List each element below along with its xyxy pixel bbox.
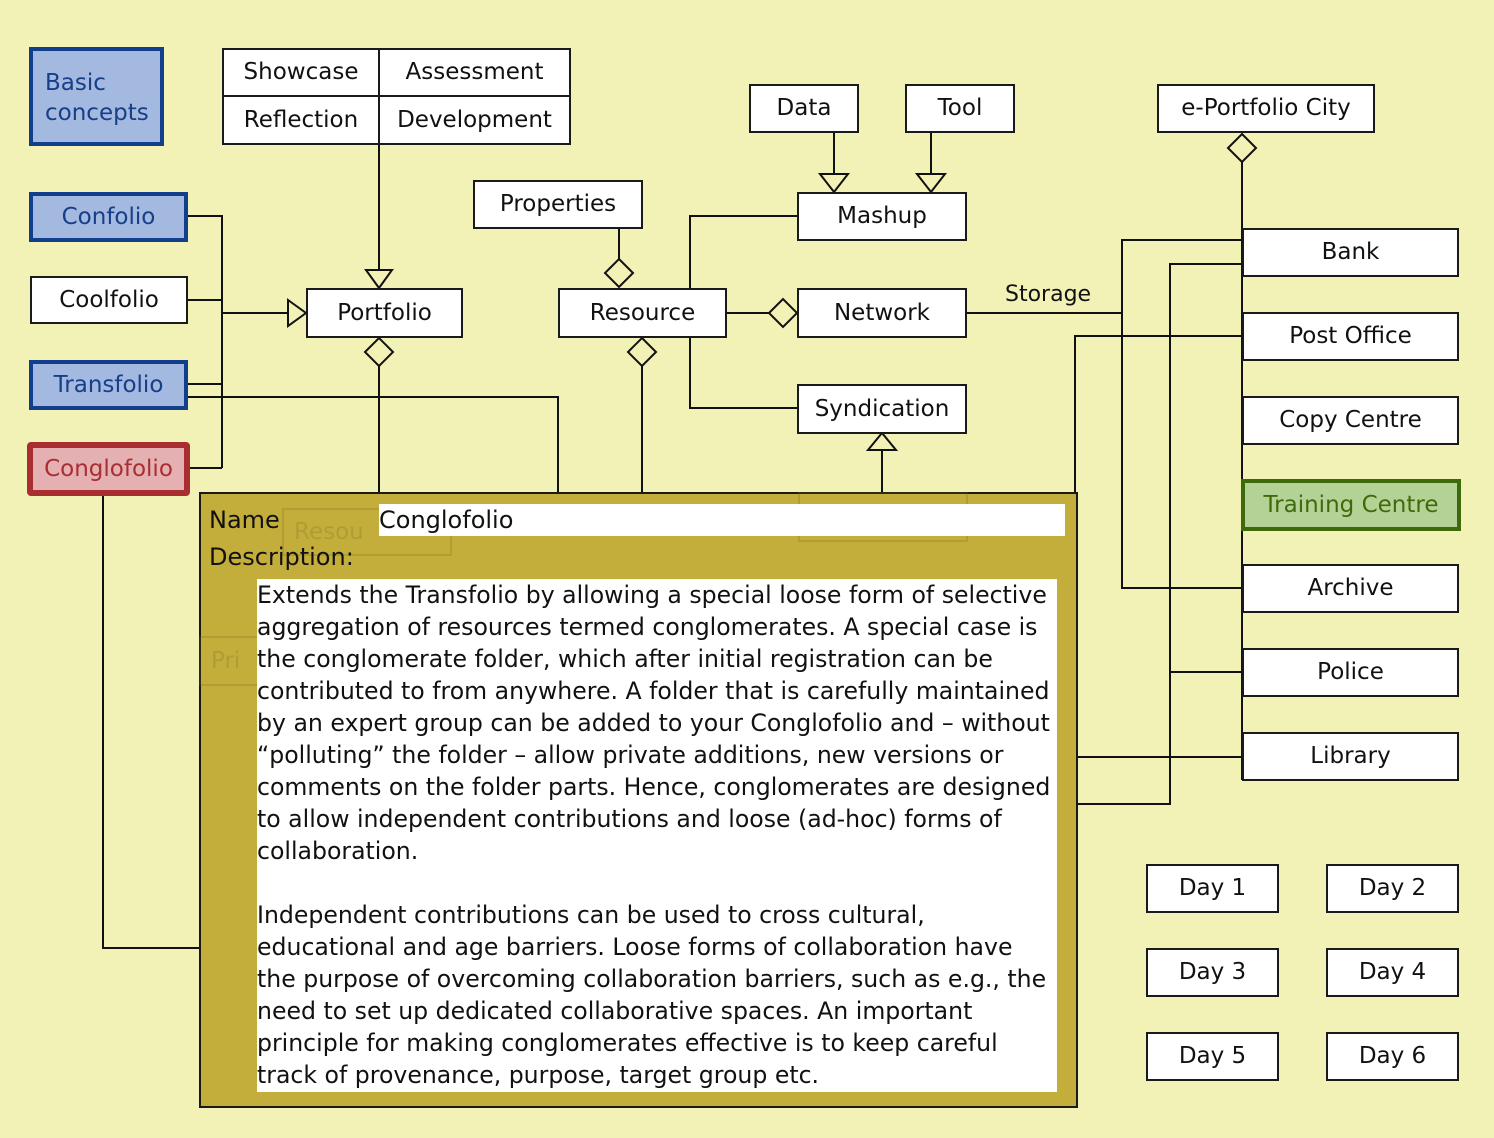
day-3-node[interactable]: Day 3 <box>1146 948 1279 997</box>
coolfolio-node[interactable]: Coolfolio <box>30 276 188 324</box>
copy-centre-node[interactable]: Copy Centre <box>1242 396 1459 445</box>
generalization-arrow-data <box>817 173 851 194</box>
day-5-node[interactable]: Day 5 <box>1146 1032 1279 1081</box>
conglofolio-node[interactable]: Conglofolio <box>27 442 190 496</box>
confolio-node[interactable]: Confolio <box>29 192 188 242</box>
connector-conglofolio-down <box>102 490 200 949</box>
reflection-node[interactable]: Reflection <box>222 95 380 145</box>
day-6-node[interactable]: Day 6 <box>1326 1032 1459 1081</box>
resource-node[interactable]: Resource <box>558 288 727 338</box>
generalization-arrow-syndication <box>865 431 899 451</box>
description-textarea[interactable]: Extends the Transfolio by allowing a spe… <box>257 579 1057 1092</box>
network-node[interactable]: Network <box>797 288 967 338</box>
eportfolio-city-node[interactable]: e-Portfolio City <box>1157 84 1375 133</box>
properties-node[interactable]: Properties <box>473 180 643 229</box>
aggregation-diamond-city <box>1226 132 1258 164</box>
generalization-arrow-tool <box>914 173 948 194</box>
assessment-node[interactable]: Assessment <box>378 48 571 97</box>
aggregation-diamond-portfolio <box>363 336 395 368</box>
day-4-node[interactable]: Day 4 <box>1326 948 1459 997</box>
name-label: Name <box>209 506 280 534</box>
basic-concepts-node[interactable]: Basic concepts <box>29 47 164 146</box>
development-node[interactable]: Development <box>378 95 571 145</box>
data-node[interactable]: Data <box>749 84 859 133</box>
connector-storage-bank-archive <box>1121 239 1242 589</box>
name-input[interactable] <box>379 504 1065 536</box>
concept-detail-panel: Resou Pri Name Description: Extends the … <box>199 492 1078 1108</box>
generalization-arrow-portfolio-top <box>364 269 394 290</box>
tool-node[interactable]: Tool <box>905 84 1015 133</box>
day-2-node[interactable]: Day 2 <box>1326 864 1459 913</box>
showcase-node[interactable]: Showcase <box>222 48 380 97</box>
aggregation-diamond-resource-top <box>603 257 635 289</box>
aggregation-diamond-network <box>767 297 799 329</box>
connector-confolio <box>188 215 223 468</box>
storage-edge-label: Storage <box>1005 282 1092 307</box>
syndication-node[interactable]: Syndication <box>797 384 967 434</box>
connector-resource-syndication <box>689 337 798 409</box>
day-1-node[interactable]: Day 1 <box>1146 864 1279 913</box>
connector-postoffice <box>1074 335 1242 493</box>
portfolio-node[interactable]: Portfolio <box>306 288 463 338</box>
bank-node[interactable]: Bank <box>1242 228 1459 277</box>
transfolio-node[interactable]: Transfolio <box>29 360 188 410</box>
connector-bank-police <box>1078 263 1242 805</box>
generalization-arrow-portfolio-left <box>287 298 308 328</box>
training-centre-node[interactable]: Training Centre <box>1241 479 1461 531</box>
post-office-node[interactable]: Post Office <box>1242 312 1459 361</box>
mashup-node[interactable]: Mashup <box>797 192 967 241</box>
aggregation-diamond-resource-bottom <box>626 336 658 368</box>
police-node[interactable]: Police <box>1242 648 1459 697</box>
connector-transfolio-down <box>188 396 559 495</box>
connector-resource-mashup <box>689 215 798 289</box>
archive-node[interactable]: Archive <box>1242 564 1459 613</box>
ghost-private-node: Pri <box>199 636 259 686</box>
library-node[interactable]: Library <box>1242 732 1459 781</box>
description-label: Description: <box>209 543 354 571</box>
